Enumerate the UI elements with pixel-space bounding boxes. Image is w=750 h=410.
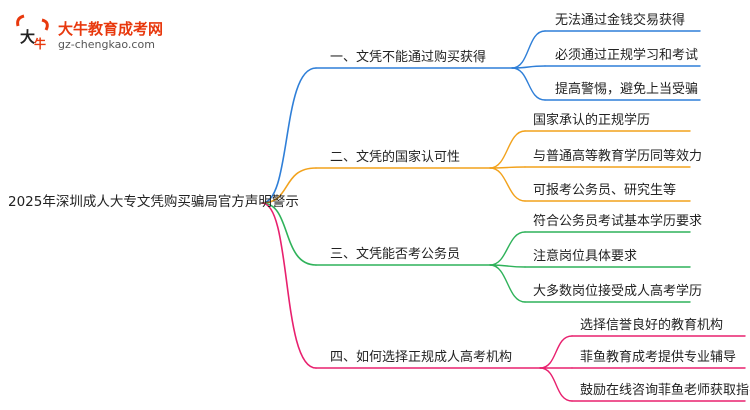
leaf-2-3: 可报考公务员、研究生等 — [533, 183, 677, 198]
branch-4: 四、如何选择正规成人高考机构 — [330, 350, 513, 365]
site-logo[interactable]: 大 牛 大牛教育成考网 gz-chengkao.com — [12, 12, 177, 56]
leaf-3-1-connector — [489, 231, 526, 266]
leaf-1-3-connector — [511, 67, 546, 101]
leaf-4-1: 选择信誉良好的教育机构 — [580, 318, 724, 333]
leaf-4-2: 菲鱼教育成考提供专业辅导 — [580, 350, 737, 365]
leaf-2-3-connector — [489, 167, 526, 202]
leaf-3-1: 符合公务员考试基本学历要求 — [533, 214, 703, 229]
leaf-2-1: 国家承认的正规学历 — [533, 113, 651, 128]
leaf-4-1-connector — [539, 335, 573, 369]
leaf-3-3: 大多数岗位接受成人高考学历 — [533, 284, 703, 299]
bull-logo-icon: 大 牛 — [12, 12, 52, 52]
leaf-4-3-connector — [539, 367, 573, 402]
leaf-3-3-connector — [489, 264, 526, 303]
branch-3-connector — [261, 202, 317, 266]
leaf-2-2: 与普通高等教育学历同等效力 — [533, 149, 703, 164]
branch-1-connector — [261, 67, 317, 204]
leaf-1-1: 无法通过金钱交易获得 — [555, 13, 686, 28]
branch-2: 二、文凭的国家认可性 — [330, 150, 461, 165]
leaf-1-2: 必须通过正规学习和考试 — [555, 48, 699, 63]
branch-1: 一、文凭不能通过购买获得 — [330, 50, 487, 65]
leaf-4-3: 鼓励在线咨询菲鱼老师获取指导 — [580, 383, 750, 398]
leaf-3-2: 注意岗位具体要求 — [533, 249, 638, 264]
svg-text:牛: 牛 — [34, 36, 46, 51]
leaf-2-1-connector — [489, 130, 526, 169]
logo-url: gz-chengkao.com — [58, 38, 155, 51]
leaf-1-3: 提高警惕，避免上当受骗 — [555, 82, 699, 97]
branch-3: 三、文凭能否考公务员 — [330, 247, 461, 262]
svg-text:大: 大 — [20, 28, 35, 46]
branch-2-connector — [261, 167, 317, 204]
mindmap-root: 2025年深圳成人大专文凭购买骗局官方声明警示 — [8, 194, 299, 210]
logo-title: 大牛教育成考网 — [58, 20, 164, 38]
branch-4-connector — [261, 202, 317, 369]
leaf-1-1-connector — [511, 30, 546, 69]
